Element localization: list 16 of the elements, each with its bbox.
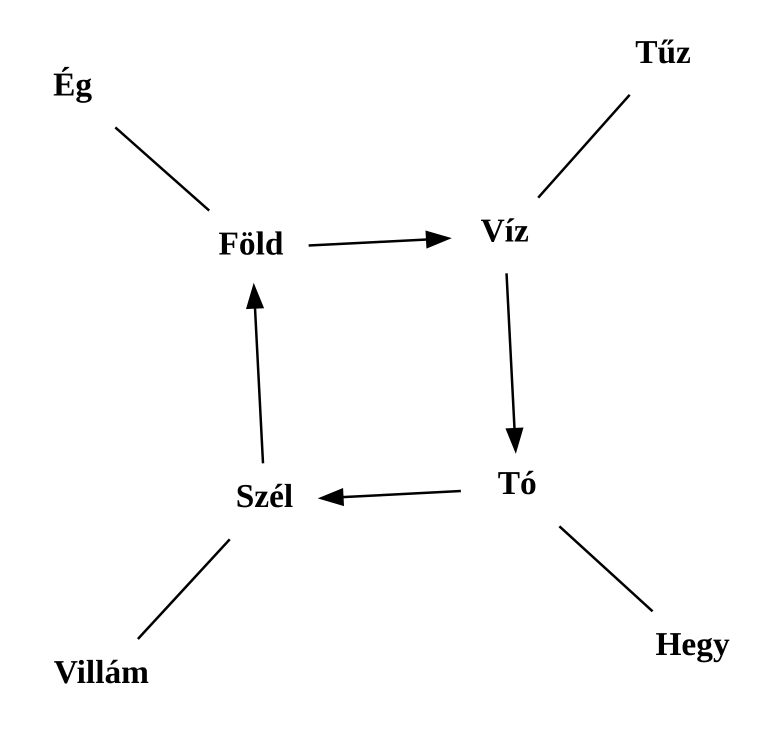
arrow (505, 272, 524, 454)
node-text: Ég (53, 66, 92, 104)
connector (537, 93, 631, 198)
arrow (308, 230, 452, 248)
node-text: Villám (54, 653, 149, 690)
node-text: Hegy (655, 626, 730, 663)
connector (137, 538, 231, 640)
node-text: Tó (498, 464, 537, 502)
connector (558, 524, 654, 612)
node-text: Víz (480, 212, 529, 249)
node-text: Föld (218, 224, 284, 262)
node-text: Tűz (635, 33, 691, 70)
node-text: Szél (236, 477, 294, 514)
arrow (318, 488, 461, 506)
arrow (246, 282, 264, 463)
connector (114, 126, 210, 212)
